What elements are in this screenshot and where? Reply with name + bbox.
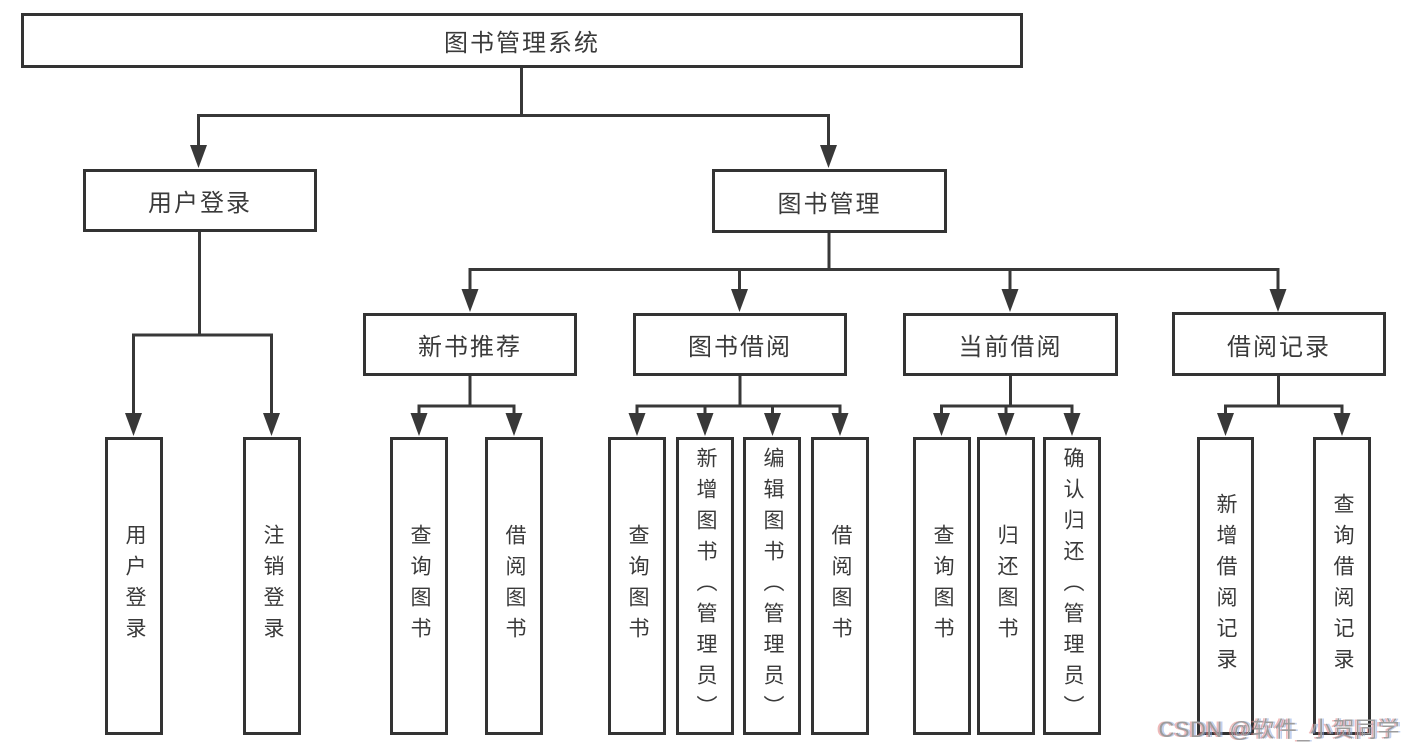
node-current-borrowing: 当前借阅 (903, 313, 1118, 376)
connector-book-borrow-children (635, 376, 842, 416)
connector-root-to-level2 (197, 67, 830, 146)
node-user-login: 用户登录 (83, 169, 317, 232)
connector-new-book-children (417, 375, 516, 416)
connector-book-management-children (468, 233, 1280, 291)
node-borrowing-records: 借阅记录 (1172, 312, 1386, 376)
leaf-borrowing-query-books: 查询图书 (608, 437, 666, 735)
leaf-current-confirm-return-admin: 确认归还（管理员） (1043, 437, 1101, 735)
leaf-borrowing-edit-books-admin: 编辑图书（管理员） (743, 437, 801, 735)
leaf-current-return-books: 归还图书 (977, 437, 1035, 735)
leaf-user-login: 用户登录 (105, 437, 163, 735)
leaf-borrowing-add-books-admin: 新增图书（管理员） (676, 437, 734, 735)
node-new-book-recommend: 新书推荐 (363, 313, 577, 376)
node-book-management: 图书管理 (712, 169, 947, 233)
leaf-logout: 注销登录 (243, 437, 301, 735)
leaf-records-add-record: 新增借阅记录 (1197, 437, 1254, 735)
node-library-management-system: 图书管理系统 (21, 13, 1023, 68)
leaf-current-query-books: 查询图书 (913, 437, 971, 735)
connector-borrow-record-children (1224, 376, 1344, 416)
csdn-watermark: CSDN @软件_小贺同学 (1158, 717, 1400, 742)
connector-current-borrow-children (940, 376, 1074, 416)
connector-user-login-children (132, 231, 273, 415)
leaf-borrowing-borrow-books: 借阅图书 (811, 437, 869, 735)
node-book-borrowing: 图书借阅 (633, 313, 847, 376)
leaf-recommend-borrow-books: 借阅图书 (485, 437, 543, 735)
leaf-records-query-record: 查询借阅记录 (1313, 437, 1371, 735)
arrowheads (125, 145, 1351, 436)
leaf-recommend-query-books: 查询图书 (390, 437, 448, 735)
